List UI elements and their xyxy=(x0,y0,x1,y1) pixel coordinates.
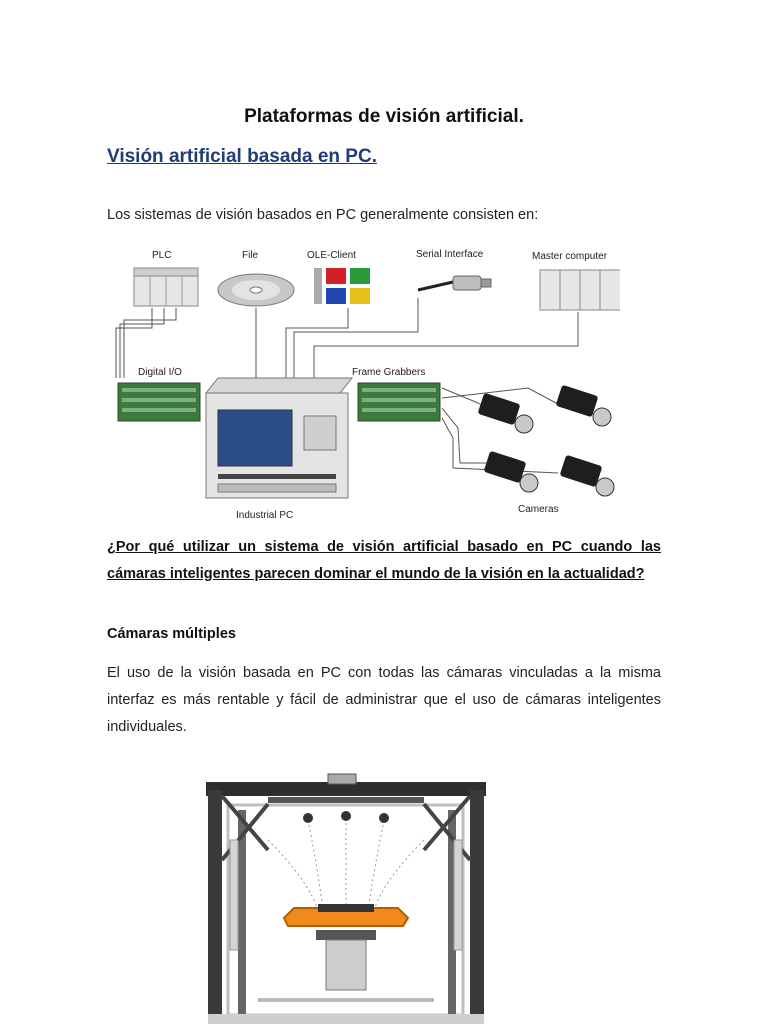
label-plc: PLC xyxy=(152,250,171,261)
pc-vision-system-diagram: PLC File OLE-Client Serial Interface Mas… xyxy=(115,249,620,521)
body-paragraph: El uso de la visión basada en PC con tod… xyxy=(107,665,661,735)
camera-4-icon xyxy=(560,455,615,497)
label-file: File xyxy=(242,250,259,261)
frame-grabber-cards xyxy=(357,382,441,422)
label-industrial-pc: Industrial PC xyxy=(236,510,293,521)
connection-lines xyxy=(115,298,579,388)
intro-text: Los sistemas de visión basados en PC gen… xyxy=(107,207,539,223)
page-title: Plataformas de visión artificial. xyxy=(244,106,524,127)
multi-camera-rig-image xyxy=(206,773,486,1024)
industrial-pc xyxy=(204,377,354,499)
label-ole-client: OLE-Client xyxy=(307,250,356,261)
section-title: Visión artificial basada en PC. xyxy=(107,146,377,167)
plc-device xyxy=(133,267,199,307)
subsection-heading: Cámaras múltiples xyxy=(107,626,236,642)
label-frame-grabbers: Frame Grabbers xyxy=(352,367,425,378)
digital-io-cards xyxy=(117,382,201,422)
label-digital-io: Digital I/O xyxy=(138,367,182,378)
master-computer-icon xyxy=(539,269,620,311)
camera-2-icon xyxy=(556,385,612,427)
question-heading: ¿Por qué utilizar un sistema de visión a… xyxy=(107,539,661,582)
disc-icon xyxy=(217,273,295,307)
camera-1-icon xyxy=(478,393,534,434)
serial-connector-icon xyxy=(417,275,492,292)
label-cameras: Cameras xyxy=(518,504,559,515)
label-master-computer: Master computer xyxy=(532,251,608,262)
windows-logo-icon xyxy=(314,268,370,304)
label-serial-interface: Serial Interface xyxy=(416,249,484,260)
camera-3-icon xyxy=(484,451,539,493)
